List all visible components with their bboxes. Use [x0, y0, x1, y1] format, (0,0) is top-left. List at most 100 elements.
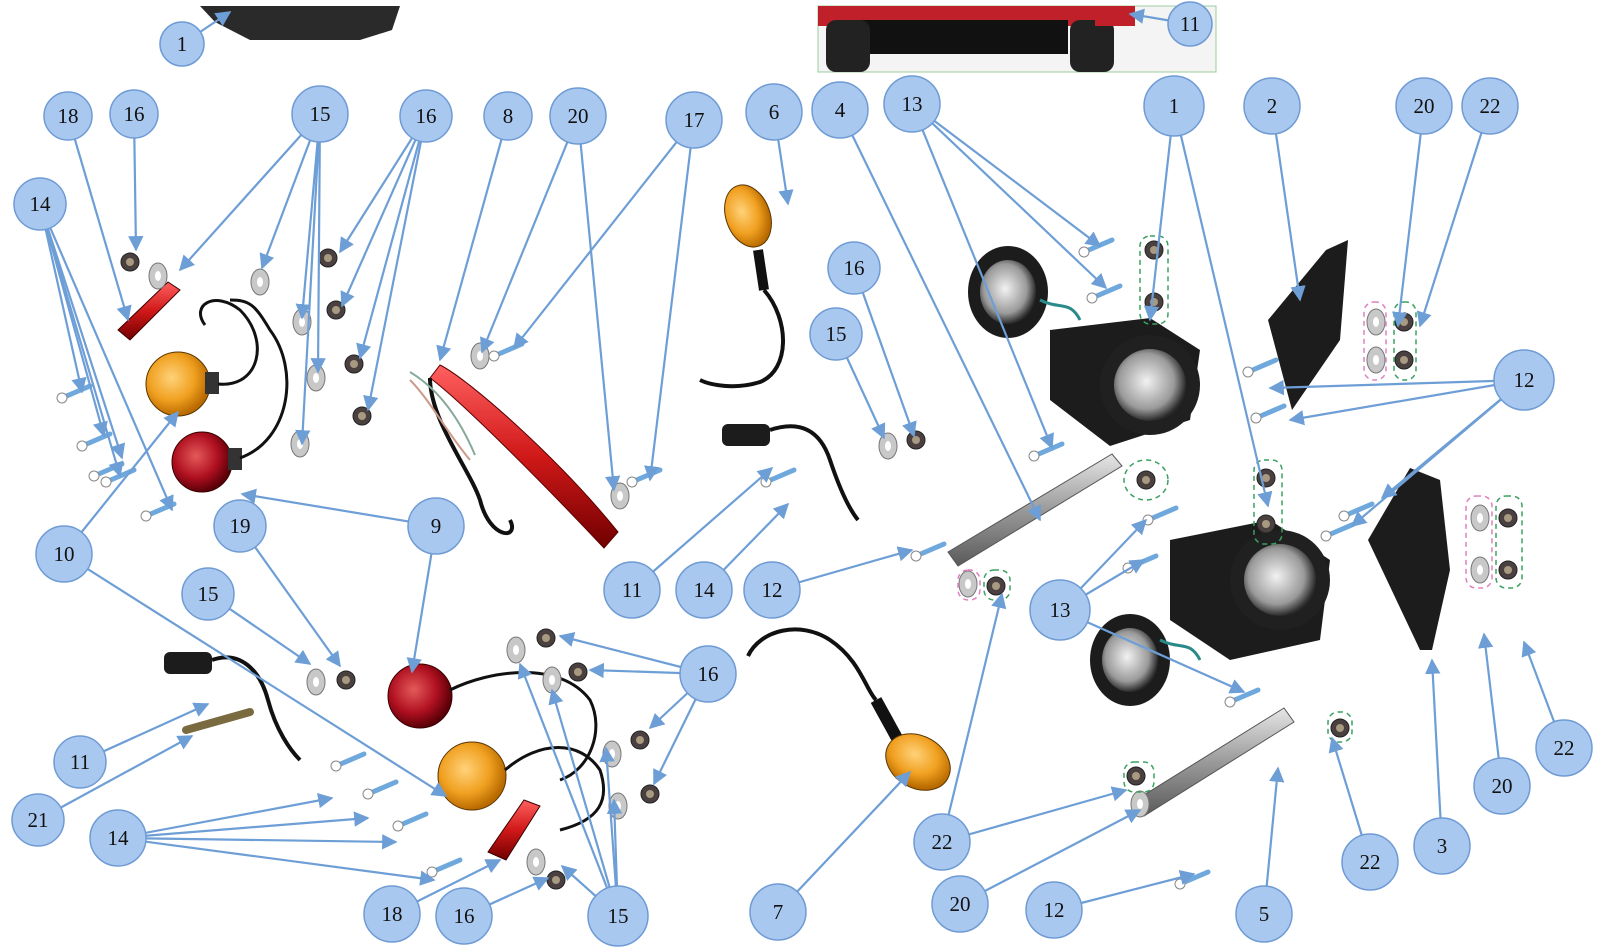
leader-line	[852, 267, 917, 438]
leader-line	[1172, 105, 1273, 508]
callout-22: 22	[1341, 833, 1399, 891]
callout-bubble	[883, 75, 941, 133]
callout-15: 15	[291, 85, 349, 143]
callout-label: 9	[431, 514, 442, 538]
leader-line	[910, 103, 1054, 450]
callout-bubble	[743, 561, 801, 619]
hex-nut	[1136, 470, 1156, 490]
callout-22: 22	[1461, 77, 1519, 135]
callout-16: 16	[435, 887, 493, 945]
hex-nut	[546, 870, 566, 890]
callout-label: 22	[932, 830, 953, 854]
callout-bubble	[435, 887, 493, 945]
callout-label: 20	[1414, 94, 1435, 118]
hex-nut	[344, 354, 364, 374]
callout-12: 12	[743, 561, 801, 619]
leader-line	[644, 119, 696, 482]
callout-15: 15	[809, 307, 863, 361]
callout-label: 20	[1492, 774, 1513, 798]
callout-14: 14	[13, 177, 67, 231]
callout-label: 14	[694, 578, 716, 602]
callout-label: 15	[826, 322, 847, 346]
hex-nut	[1144, 292, 1164, 312]
callout-20: 20	[549, 87, 607, 145]
callout-label: 8	[503, 104, 514, 128]
callout-bubble	[1243, 77, 1301, 135]
hex-nut	[630, 730, 650, 750]
leader-line	[480, 115, 580, 354]
washer	[958, 570, 978, 598]
callout-bubble	[213, 499, 267, 553]
leader-line	[363, 115, 428, 412]
callout-label: 12	[762, 578, 783, 602]
callout-bubble	[35, 525, 93, 583]
leader-line	[548, 688, 620, 917]
callout-bubble	[913, 813, 971, 871]
callout-bubble	[43, 91, 93, 141]
callout-16: 16	[827, 241, 881, 295]
callout-label: 16	[416, 104, 437, 128]
amber-turn-lamp-upper	[145, 351, 219, 417]
callout-label: 13	[1050, 598, 1071, 622]
bracket-3	[1368, 468, 1450, 650]
callout-bubble	[1029, 579, 1091, 641]
amber-turn-lamp-lower	[437, 741, 507, 811]
callout-14: 14	[675, 561, 733, 619]
screw	[56, 383, 93, 404]
washer	[470, 342, 490, 370]
hex-nut	[1498, 560, 1518, 580]
callout-bubble	[181, 567, 235, 621]
leader-line	[1416, 105, 1492, 328]
leader-line	[340, 115, 428, 308]
hex-nut	[1126, 766, 1146, 786]
callout-1: 1	[159, 21, 205, 67]
callout-bubble	[109, 89, 159, 139]
callout-bubble	[809, 307, 863, 361]
callout-20: 20	[1395, 77, 1453, 135]
red-tail-lamp-upper	[171, 431, 242, 493]
callout-22: 22	[1535, 719, 1593, 777]
headlight-upper	[968, 246, 1200, 446]
callout-label: 12	[1044, 898, 1065, 922]
screw	[362, 779, 399, 800]
switch-unit-upper	[722, 424, 860, 522]
leader-line	[38, 203, 174, 512]
callout-bubble	[1461, 77, 1519, 135]
hex-nut	[326, 300, 346, 320]
red-tail-lamp-lower	[387, 663, 453, 729]
callout-label: 21	[28, 808, 49, 832]
leader-line	[310, 113, 326, 374]
hex-nut	[336, 670, 356, 690]
callout-bubble	[665, 91, 723, 149]
callout-label: 16	[124, 102, 145, 126]
screw	[140, 501, 177, 522]
leader-line	[911, 103, 1108, 290]
callout-bubble	[1025, 881, 1083, 939]
callout-bubble	[11, 793, 65, 847]
washer	[1366, 346, 1386, 374]
leader-line	[339, 115, 427, 254]
callout-12: 12	[1493, 349, 1555, 411]
washer	[1470, 504, 1490, 532]
callout-bubble	[749, 883, 807, 941]
callout-20: 20	[931, 875, 989, 933]
callout-16: 16	[399, 89, 453, 143]
leader-line	[513, 119, 695, 350]
reflector-18-lower	[487, 799, 541, 861]
callout-label: 1	[177, 32, 188, 56]
callout-label: 18	[58, 104, 79, 128]
top-cart-photo	[817, 5, 1217, 73]
washer	[290, 430, 310, 458]
wire-lower-amber	[504, 746, 606, 832]
leader-line	[38, 203, 87, 394]
hex-nut	[906, 430, 926, 450]
callout-18: 18	[363, 885, 421, 943]
screw	[488, 341, 525, 362]
callout-label: 22	[1480, 94, 1501, 118]
callout-16: 16	[679, 645, 737, 703]
callout-label: 11	[1180, 12, 1200, 36]
callout-13: 13	[883, 75, 941, 133]
callout-10: 10	[35, 525, 93, 583]
top-left-photo	[200, 6, 400, 40]
